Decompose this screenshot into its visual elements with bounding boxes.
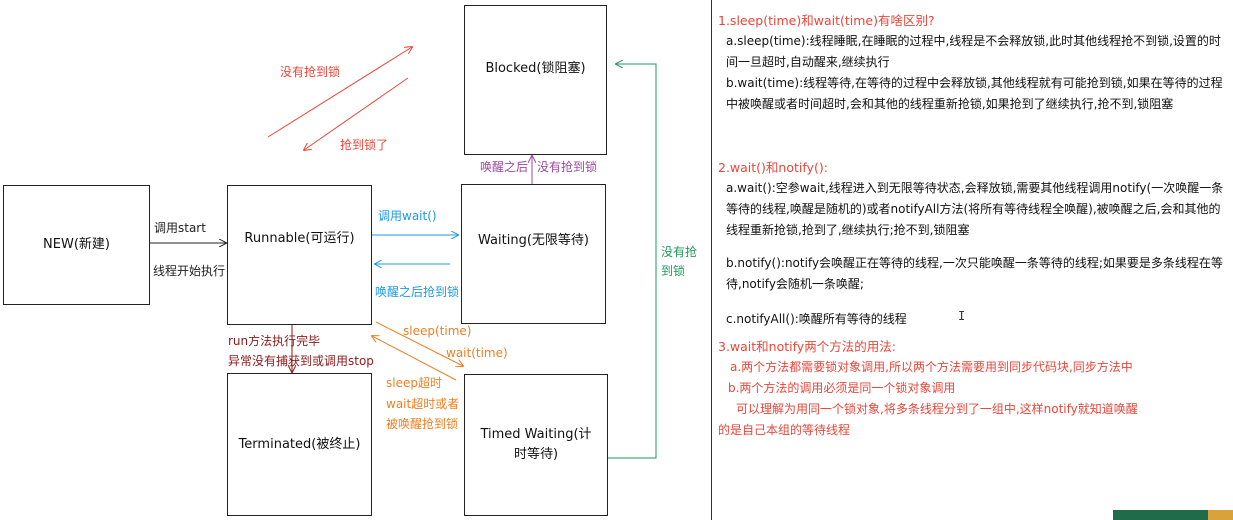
state-runnable: Runnable(可运行) — [227, 185, 372, 325]
state-waiting-label: Waiting(无限等待) — [478, 233, 589, 248]
label-wait-time: wait(time) — [446, 346, 508, 360]
label-no-lock: 没有抢到锁 — [280, 65, 341, 79]
arrow-runnable-to-timed — [375, 321, 463, 366]
label-no-lock-green: 没有抢到锁 — [661, 245, 698, 278]
state-runnable-label: Runnable(可运行) — [244, 231, 355, 246]
transition-arrows — [150, 0, 657, 459]
state-new: NEW(新建) — [3, 185, 150, 305]
q3-c: 可以理解为用同一个锁对象,将多条线程分到了一组中,这样notify就知道唤醒的是… — [718, 402, 1138, 437]
label-thread-start-exec: 线程开始执行 — [153, 264, 226, 278]
label-run-done: run方法执行完毕 — [228, 334, 321, 348]
q1-b: b.wait(time):线程等待,在等待的过程中会释放锁,其他线程就有可能抢到… — [726, 76, 1223, 111]
state-waiting: Waiting(无限等待) — [461, 184, 606, 324]
q3-a: a.两个方法都需要锁对象调用,所以两个方法需要用到同步代码块,同步方法中 — [730, 360, 1133, 374]
q2-a: a.wait():空参wait,线程进入到无限等待状态,会释放锁,需要其他线程调… — [726, 181, 1224, 237]
arrow-blocked-to-runnable — [304, 77, 409, 150]
label-exception-or-stop: 异常没有捕获到或调用stop — [228, 354, 374, 368]
state-timed-waiting: Timed Waiting(计时等待) — [464, 374, 608, 516]
label-woken-got-lock: 唤醒之后抢到锁 — [375, 285, 460, 299]
label-wait-timeout-or: wait超时或者 — [386, 397, 460, 411]
state-timed-waiting-label: Timed Waiting(计时等待) — [480, 427, 592, 462]
label-sleep-timeout: sleep超时 — [386, 376, 442, 390]
arrow-timed-to-blocked — [608, 64, 657, 459]
q2-c: c.notifyAll():唤醒所有等待的线程 — [726, 312, 907, 326]
notes-panel: 1.sleep(time)和wait(time)有啥区别? a.sleep(ti… — [718, 10, 1228, 441]
q3-b: b.两个方法的调用必须是同一个锁对象调用 — [728, 381, 956, 395]
label-woken-got-lock-2: 被唤醒抢到锁 — [386, 417, 459, 431]
q1-title: 1.sleep(time)和wait(time)有啥区别? — [718, 13, 935, 28]
state-blocked: Blocked(锁阻塞) — [464, 5, 607, 155]
state-blocked-label: Blocked(锁阻塞) — [485, 61, 586, 76]
label-got-lock: 抢到锁了 — [340, 138, 389, 152]
state-terminated: Terminated(被终止) — [227, 373, 372, 516]
progress-strip-decoration — [1113, 510, 1233, 520]
label-after-wake: 唤醒之后 — [480, 160, 529, 174]
text-cursor-icon: I — [958, 309, 966, 323]
arrow-runnable-to-blocked — [267, 47, 412, 138]
column-divider — [711, 0, 712, 520]
state-new-label: NEW(新建) — [43, 237, 110, 252]
q1-a: a.sleep(time):线程睡眠,在睡眠的过程中,线程是不会释放锁,此时其他… — [726, 34, 1221, 69]
arrow-timed-to-runnable — [372, 336, 457, 381]
label-call-wait: 调用wait() — [378, 209, 437, 223]
label-no-lock-2: 没有抢到锁 — [537, 160, 598, 174]
state-terminated-label: Terminated(被终止) — [238, 436, 361, 452]
label-call-start: 调用start — [154, 221, 206, 235]
q2-b: b.notify():notify会唤醒正在等待的线程,一次只能唤醒一条等待的线… — [726, 256, 1223, 291]
q2-title: 2.wait()和notify(): — [718, 160, 828, 175]
label-sleep-time: sleep(time) — [403, 324, 472, 338]
q3-title: 3.wait和notify两个方法的用法: — [718, 339, 896, 354]
